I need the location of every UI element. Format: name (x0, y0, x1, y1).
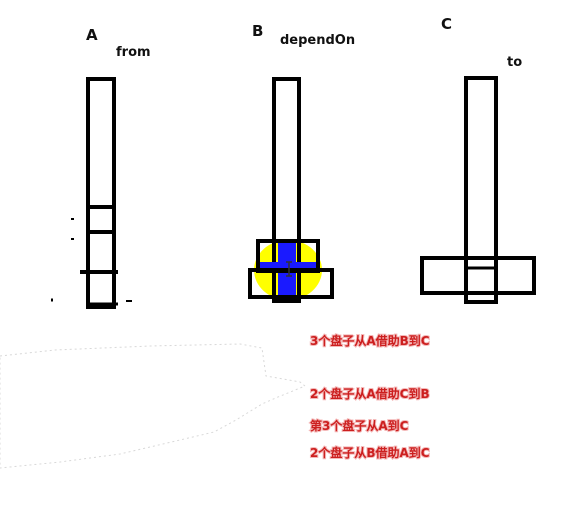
text-cursor-icon (286, 261, 292, 277)
step-2: 2个盘子从A借助C到B (310, 386, 430, 401)
peg-b-role: dependOn (280, 33, 355, 48)
peg-c (420, 76, 536, 304)
peg-b-label: B (252, 22, 263, 40)
peg-a-rod (86, 77, 116, 309)
step-4: 2个盘子从B借助A到C (310, 445, 430, 460)
peg-b-rod (272, 77, 301, 303)
peg-a (51, 77, 132, 309)
peg-c-role: to (507, 55, 522, 70)
step-1: 3个盘子从A借助B到C (310, 333, 430, 348)
peg-c-label: C (441, 15, 452, 33)
step-list: 3个盘子从A借助B到C 2个盘子从A借助C到B 第3个盘子从A到C 2个盘子从B… (309, 332, 431, 461)
peg-a-role: from (116, 45, 151, 60)
peg-b-disk-medium (248, 268, 334, 299)
peg-a-label: A (86, 26, 98, 44)
peg-c-disk-large (420, 256, 536, 295)
step-3: 第3个盘子从A到C (310, 418, 409, 433)
peg-b (248, 77, 334, 303)
peg-c-rod (464, 76, 498, 304)
erased-area (0, 343, 306, 469)
